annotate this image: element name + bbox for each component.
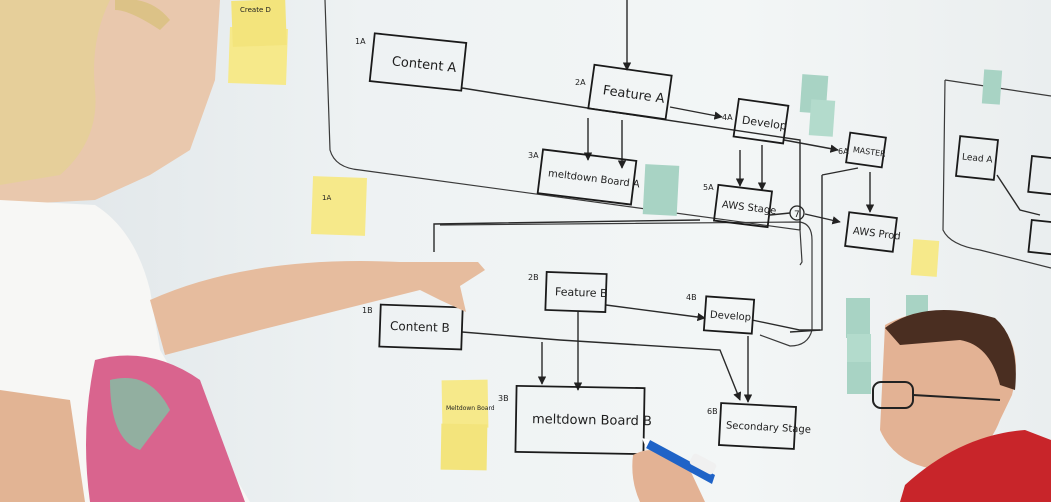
box-content-a: Content A xyxy=(368,32,468,92)
box-meltdown-b: meltdown Board B xyxy=(514,384,652,456)
group-outline-right xyxy=(942,79,1051,269)
step-label-4b: 4B xyxy=(686,293,697,302)
wire-develop-right xyxy=(751,319,820,331)
blonde-hair xyxy=(0,0,110,185)
man-red-shirt xyxy=(900,430,1051,502)
sticky-note-right-yellow xyxy=(910,239,940,277)
box-content-a-label: Content A xyxy=(391,54,457,76)
sticky-note-bottom: Meltdown Board xyxy=(440,379,495,471)
wire-feature-develop xyxy=(669,106,723,120)
wire-content-a xyxy=(461,87,801,230)
wire-upper-loop xyxy=(433,219,701,252)
wire-side-branch xyxy=(789,167,859,333)
sticky-note-top-text: Create D xyxy=(240,6,271,14)
step-label-1a: 1A xyxy=(355,37,366,46)
box-lead-a-label: Lead A xyxy=(961,152,993,165)
wire-featureb-develop xyxy=(605,304,706,322)
man-hair xyxy=(885,310,1016,390)
sticky-notes-mint xyxy=(642,69,1003,394)
shirt-print xyxy=(86,355,245,502)
sticky-note-bottom-text: Meltdown Board xyxy=(446,405,495,412)
box-develop-b-label: Develop xyxy=(710,310,752,324)
step-label-6b: 6B xyxy=(707,407,718,416)
sticky-note-left: 1A xyxy=(311,176,367,236)
step-label-2b: 2B xyxy=(528,273,539,282)
box-aws-stage-label: AWS Stage xyxy=(721,199,777,217)
box-partial-right xyxy=(1027,155,1051,257)
man-face xyxy=(880,311,1016,470)
marker-icon xyxy=(642,438,717,484)
step-label-6a: 6A xyxy=(838,147,849,156)
box-secondary-stage-label: Secondary Stage xyxy=(726,420,812,435)
box-meltdown-a-label: meltdown Board A xyxy=(547,168,640,190)
box-master: MASTER xyxy=(845,131,887,169)
glasses-icon xyxy=(872,381,1001,409)
step-label-4a: 4A xyxy=(722,113,733,122)
box-aws-prod: AWS Prod xyxy=(844,211,901,253)
box-master-label: MASTER xyxy=(852,145,886,159)
sticky-note-top: Create D xyxy=(228,0,288,85)
person-writing xyxy=(632,310,1051,502)
box-feature-b-label: Feature B xyxy=(555,285,608,300)
step-label-5a: 5A xyxy=(703,183,714,192)
box-feature-a: Feature A xyxy=(587,63,673,121)
group-outline-a xyxy=(324,0,803,266)
box-lead-a: Lead A xyxy=(955,135,999,181)
wire-develop-master xyxy=(783,139,839,153)
step-label-1b: 1B xyxy=(362,306,373,315)
box-content-b-label: Content B xyxy=(390,319,450,335)
wire-contentb-secondary xyxy=(461,331,742,401)
wire-stage-prod xyxy=(769,212,840,222)
box-meltdown-b-label: meltdown Board B xyxy=(532,412,652,429)
group-outline-b xyxy=(439,221,813,347)
box-develop-b: Develop xyxy=(702,295,756,335)
box-develop-a: Develop xyxy=(732,97,790,145)
wire-lead-a xyxy=(996,174,1041,216)
step-label-3a: 3A xyxy=(528,151,539,160)
person-pointing xyxy=(0,0,485,502)
box-secondary-stage: Secondary Stage xyxy=(718,402,812,450)
box-develop-a-label: Develop xyxy=(741,114,788,133)
step-marker-7: 7 xyxy=(789,205,805,221)
pointing-arm xyxy=(150,261,485,355)
man-hand xyxy=(632,450,705,502)
box-aws-stage: AWS Stage xyxy=(713,183,777,229)
step-label-3b: 3B xyxy=(498,394,509,403)
box-content-b: Content B xyxy=(378,303,464,351)
box-aws-prod-label: AWS Prod xyxy=(852,226,901,243)
box-feature-b: Feature B xyxy=(544,271,608,313)
step-label-2a: 2A xyxy=(575,78,586,87)
sticky-note-left-text: 1A xyxy=(322,194,331,202)
step-label-7: 7 xyxy=(794,210,800,220)
box-feature-a-label: Feature A xyxy=(602,83,666,107)
